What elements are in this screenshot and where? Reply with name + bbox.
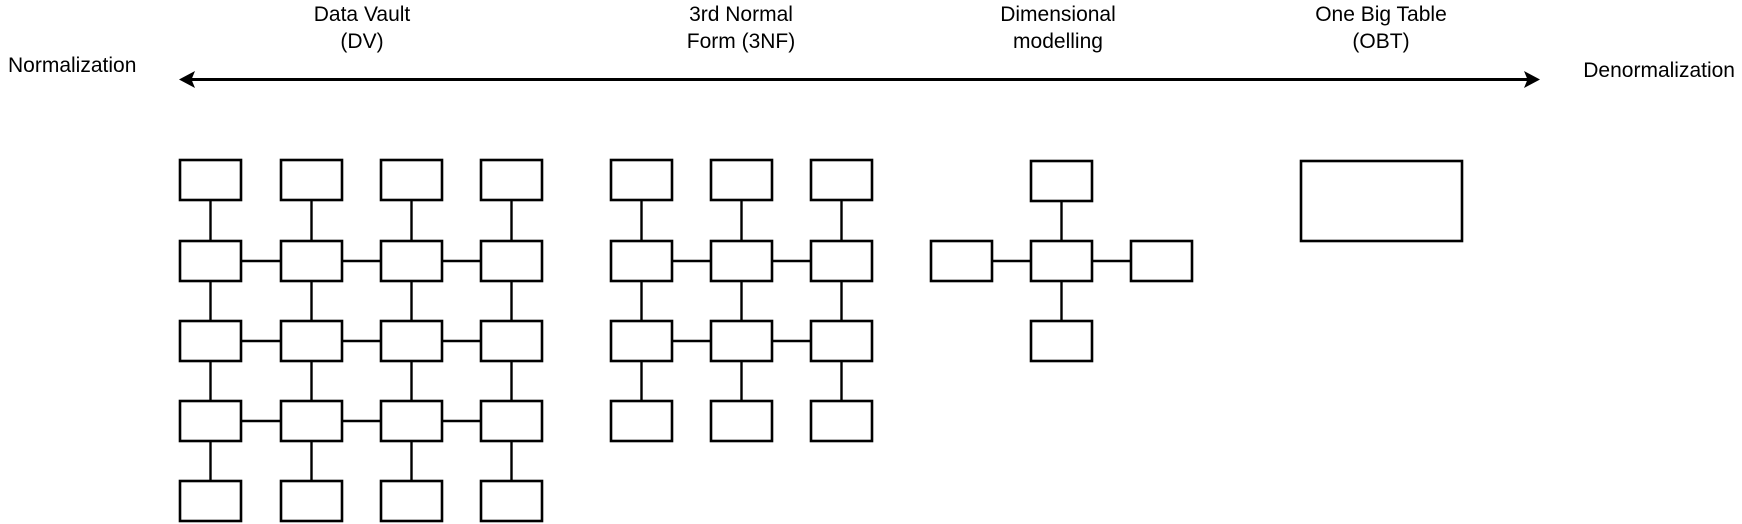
- table-box: [809, 239, 874, 283]
- approach-label-data-vault: Data Vault (DV): [314, 1, 411, 55]
- approach-label-line1: Data Vault: [313, 3, 411, 26]
- table-box: [809, 399, 874, 443]
- table-box: [479, 399, 544, 443]
- table-box: [1299, 159, 1464, 243]
- table-box: [178, 158, 243, 202]
- table-box: [178, 239, 243, 283]
- table-box: [379, 479, 444, 523]
- table-box: [609, 319, 674, 363]
- table-box: [479, 158, 544, 202]
- table-box: [709, 239, 774, 283]
- approach-label-obt: One Big Table (OBT): [1315, 1, 1447, 55]
- table-box: [1029, 319, 1094, 363]
- approach-label-line2: (OBT): [1352, 30, 1410, 53]
- table-box: [178, 319, 243, 363]
- table-box: [1029, 159, 1094, 203]
- approach-label-line1: One Big Table: [1315, 3, 1447, 26]
- table-box: [1129, 239, 1194, 283]
- table-box: [709, 319, 774, 363]
- table-box: [379, 158, 444, 202]
- table-box: [379, 399, 444, 443]
- table-box: [609, 399, 674, 443]
- table-box: [479, 479, 544, 523]
- table-box: [479, 239, 544, 283]
- table-box: [1029, 239, 1094, 283]
- table-box: [709, 399, 774, 443]
- axis-label-denormalization: Denormalization: [1583, 59, 1735, 82]
- table-box: [929, 239, 994, 283]
- table-box: [279, 479, 344, 523]
- table-box: [279, 158, 344, 202]
- table-box: [279, 319, 344, 363]
- axis-label-normalization: Normalization: [8, 54, 137, 77]
- table-box: [479, 319, 544, 363]
- approach-label-line2: Form (3NF): [686, 30, 796, 53]
- table-box: [279, 239, 344, 283]
- approach-label-line1: 3rd Normal: [689, 3, 793, 26]
- approach-label-line1: Dimensional: [1000, 3, 1116, 26]
- table-box: [809, 158, 874, 202]
- table-box: [279, 399, 344, 443]
- table-box: [609, 158, 674, 202]
- arrowhead-right-icon: [1524, 71, 1540, 88]
- approach-label-dimensional: Dimensional modelling: [1000, 1, 1116, 55]
- table-box: [809, 319, 874, 363]
- table-box: [379, 319, 444, 363]
- approach-label-3nf: 3rd Normal Form (3NF): [687, 1, 796, 55]
- arrowhead-left-icon: [179, 71, 195, 88]
- table-box: [178, 479, 243, 523]
- table-box: [178, 399, 243, 443]
- table-box: [709, 158, 774, 202]
- table-box: [379, 239, 444, 283]
- table-box: [609, 239, 674, 283]
- approach-label-line2: (DV): [340, 30, 384, 53]
- approach-label-line2: modelling: [1013, 30, 1103, 53]
